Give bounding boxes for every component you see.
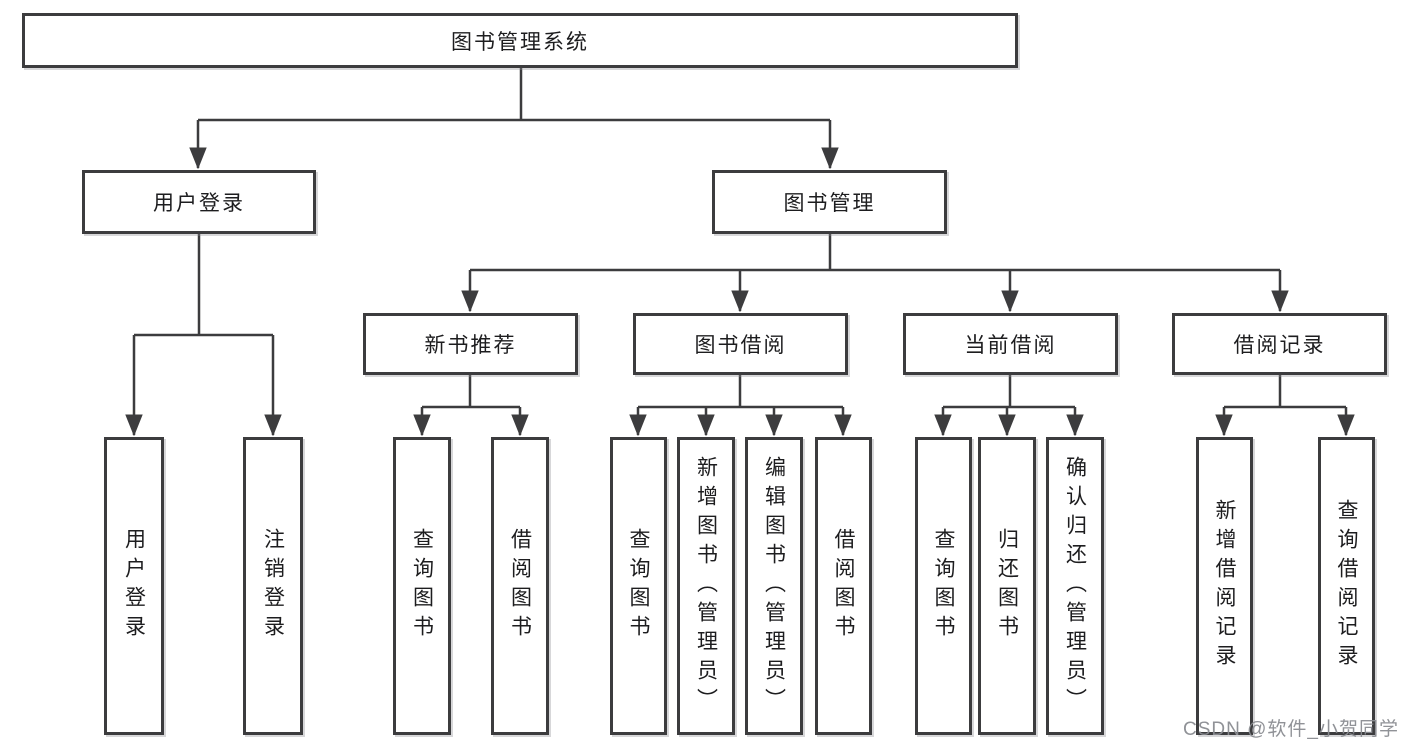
node-cb-query-books: 查询图书 (915, 437, 972, 735)
node-bb-query-books: 查询图书 (610, 437, 667, 735)
branch-user-login (134, 234, 273, 337)
node-borrowing-records: 借阅记录 (1172, 313, 1387, 375)
node-new-book-recommendation: 新书推荐 (363, 313, 578, 375)
node-bb-add-books-admin-label: 新增图书（管理员） (694, 455, 718, 717)
node-bb-query-books-label: 查询图书 (627, 528, 650, 644)
node-rec-borrow-books: 借阅图书 (491, 437, 549, 735)
branch-book-borrow (638, 375, 843, 409)
node-bb-edit-books-admin: 编辑图书（管理员） (745, 437, 803, 735)
node-book-management: 图书管理 (712, 170, 947, 234)
node-book-borrowing: 图书借阅 (633, 313, 848, 375)
node-cb-confirm-return-admin: 确认归还（管理员） (1046, 437, 1104, 735)
node-rec-query-books: 查询图书 (393, 437, 451, 735)
csdn-watermark: CSDN @软件_小贺同学 (1183, 719, 1399, 740)
node-bb-add-books-admin: 新增图书（管理员） (677, 437, 735, 735)
node-current-borrowing: 当前借阅 (903, 313, 1118, 375)
node-rec-query-books-label: 查询图书 (410, 528, 434, 644)
branch-new-book-rec (422, 375, 520, 409)
node-rec-borrow-books-label: 借阅图书 (508, 528, 532, 644)
branch-root (198, 68, 830, 122)
branch-book-management (470, 234, 1280, 272)
node-cb-return-books-label: 归还图书 (995, 528, 1019, 644)
node-leaf-user-login: 用户登录 (104, 437, 164, 735)
node-leaf-user-login-label: 用户登录 (122, 528, 146, 644)
branch-current-borrow (943, 375, 1075, 409)
node-br-query-record: 查询借阅记录 (1318, 437, 1375, 735)
node-cb-query-books-label: 查询图书 (932, 528, 955, 644)
node-br-add-record-label: 新增借阅记录 (1213, 499, 1236, 673)
branch-borrow-records (1224, 375, 1346, 409)
node-library-management-system: 图书管理系统 (22, 13, 1018, 68)
node-cb-return-books: 归还图书 (978, 437, 1036, 735)
node-bb-borrow-books-label: 借阅图书 (832, 528, 855, 644)
node-cb-confirm-return-admin-label: 确认归还（管理员） (1063, 455, 1087, 717)
node-leaf-logout-label: 注销登录 (261, 528, 285, 644)
node-bb-edit-books-admin-label: 编辑图书（管理员） (762, 455, 786, 717)
node-br-query-record-label: 查询借阅记录 (1335, 499, 1358, 673)
node-user-login: 用户登录 (82, 170, 316, 234)
node-br-add-record: 新增借阅记录 (1196, 437, 1253, 735)
node-leaf-logout: 注销登录 (243, 437, 303, 735)
node-bb-borrow-books: 借阅图书 (815, 437, 872, 735)
